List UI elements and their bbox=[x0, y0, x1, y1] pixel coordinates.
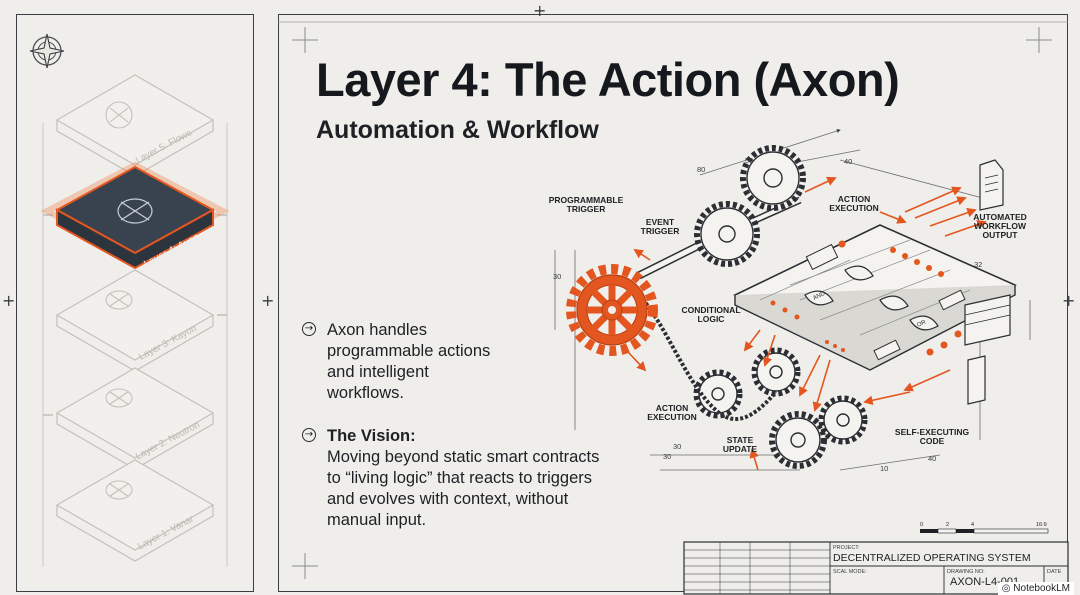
dim-50: 50 bbox=[745, 156, 753, 165]
gear-top-large bbox=[740, 145, 806, 211]
arrow-circle-icon: → bbox=[302, 322, 316, 336]
dim-40-bottom: 40 bbox=[928, 454, 936, 463]
scale-tick-2: 2 bbox=[946, 522, 949, 528]
scale-bar: 0 2 4 16:9 bbox=[920, 522, 1049, 534]
gear-bottom-b bbox=[751, 347, 801, 397]
dim-30-bottom-a: 30 bbox=[673, 442, 681, 451]
flow-arrows bbox=[627, 176, 987, 471]
scale-mode-label: SCAL MODE: bbox=[833, 569, 867, 575]
bullet-text: Moving beyond static smart contracts to … bbox=[327, 448, 600, 529]
bullet-text: Axon handles programmable actions and in… bbox=[327, 321, 491, 402]
date-label: DATE bbox=[1047, 569, 1062, 575]
notebooklm-label: NotebookLM bbox=[1013, 583, 1070, 594]
project-name: DECENTRALIZED OPERATING SYSTEM bbox=[833, 552, 1031, 564]
scale-ratio: 16:9 bbox=[1036, 522, 1047, 528]
document-icon bbox=[979, 159, 1004, 211]
project-label: PROJECT: bbox=[833, 545, 860, 551]
layer-stack-drawing: Layer 5: Flows Layer 4: Axon Layer 3: Ka… bbox=[29, 33, 230, 567]
notebooklm-badge[interactable]: ◎ NotebookLM bbox=[997, 582, 1074, 595]
main-drawing-sheet bbox=[278, 14, 1068, 592]
layer-stack-panel: Layer 5: Flows Layer 4: Axon Layer 3: Ka… bbox=[16, 14, 254, 592]
drawing-no-label: DRAWING NO: bbox=[947, 569, 985, 575]
gate-and-label: AND bbox=[812, 291, 827, 302]
registration-mark-left: + bbox=[2, 291, 16, 310]
gear-top-mid bbox=[694, 201, 760, 267]
scale-tick-0: 0 bbox=[920, 522, 923, 528]
dim-80: 80 bbox=[697, 165, 705, 174]
bullet-the-vision: → The Vision: Moving beyond static smart… bbox=[302, 426, 612, 531]
page-title: Layer 4: The Action (Axon) bbox=[316, 53, 900, 106]
bullet-heading: The Vision: bbox=[327, 427, 416, 445]
bullet-axon-handles: → Axon handles programmable actions and … bbox=[302, 320, 502, 404]
compass-icon bbox=[29, 33, 65, 69]
page-subtitle: Automation & Workflow bbox=[316, 116, 599, 144]
scale-tick-4: 4 bbox=[971, 522, 974, 528]
server-stack-icon bbox=[964, 294, 1011, 405]
dim-10: 10 bbox=[880, 464, 888, 473]
gear-bottom-d bbox=[818, 395, 868, 445]
gear-bottom-c bbox=[769, 411, 827, 469]
notebooklm-logo-icon: ◎ bbox=[1001, 583, 1011, 594]
dim-30-left: 30 bbox=[553, 272, 561, 281]
registration-mark-right: + bbox=[1062, 291, 1076, 310]
programmable-trigger-gear bbox=[566, 264, 658, 356]
dim-30-bottom-b: 30 bbox=[663, 452, 671, 461]
layer-card-5[interactable]: Layer 5: Flows bbox=[55, 74, 215, 177]
dim-40-top: 40 bbox=[844, 157, 852, 166]
dim-32: 32 bbox=[974, 260, 982, 269]
arrow-circle-icon: → bbox=[302, 428, 316, 442]
gate-or-label: OR bbox=[916, 319, 927, 329]
circuit-board: AND OR bbox=[733, 224, 1017, 371]
registration-mark-mid: + bbox=[261, 291, 275, 310]
